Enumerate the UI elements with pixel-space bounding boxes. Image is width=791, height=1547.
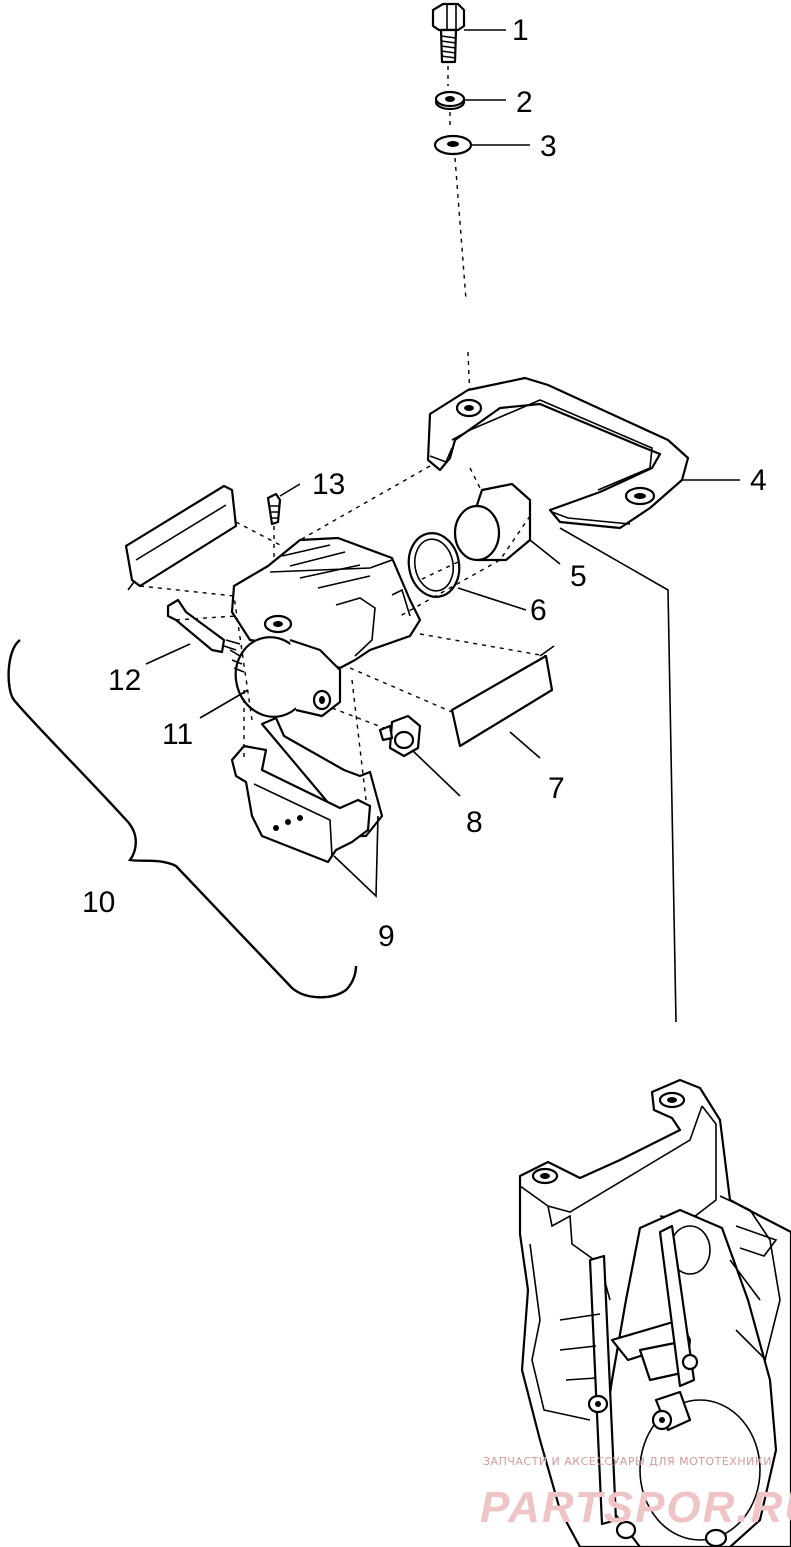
callout-13: 13 (312, 468, 345, 501)
part-1-bolt (431, 2, 466, 64)
leader-lines (145, 29, 740, 898)
callout-10: 10 (82, 886, 115, 919)
callout-9: 9 (378, 920, 395, 953)
callout-labels: 1 2 3 4 5 6 7 8 9 10 11 12 13 (82, 14, 767, 953)
callout-12: 12 (108, 664, 141, 697)
callout-6: 6 (530, 594, 547, 627)
part-4-mounting-bracket (426, 376, 690, 530)
part-11-caliper-housing (229, 636, 342, 718)
callout-5: 5 (570, 560, 587, 593)
callout-8: 8 (466, 806, 483, 839)
part-7-shim-plate-right (450, 645, 555, 748)
part-8-nut (378, 714, 422, 758)
callout-1: 1 (512, 14, 529, 47)
part-7-shim-plate-left (124, 484, 238, 591)
engine-mount-assembly (518, 1078, 791, 1547)
assembly-bracket-10 (7, 639, 358, 999)
callout-3: 3 (540, 130, 557, 163)
callout-11: 11 (162, 718, 193, 751)
part-2-lock-washer (434, 90, 466, 111)
part-5-piston (453, 482, 532, 562)
callout-2: 2 (516, 86, 533, 119)
part-6-o-ring (407, 532, 461, 598)
callout-7: 7 (548, 772, 565, 805)
part-3-flat-washer (433, 134, 473, 156)
part-12-guide-pin (166, 598, 241, 654)
part-9-brake-pads (230, 716, 384, 864)
watermark: ЗАПЧАСТИ И АКСЕССУАРЫ ДЛЯ МОТОТЕХНИКИ PA… (480, 1455, 791, 1532)
watermark-brand: PARTSPOR.RU (480, 1483, 791, 1532)
callout-4: 4 (750, 464, 767, 497)
watermark-tagline: ЗАПЧАСТИ И АКСЕССУАРЫ ДЛЯ МОТОТЕХНИКИ (483, 1455, 772, 1468)
part-13-bleeder-screw (266, 492, 282, 526)
